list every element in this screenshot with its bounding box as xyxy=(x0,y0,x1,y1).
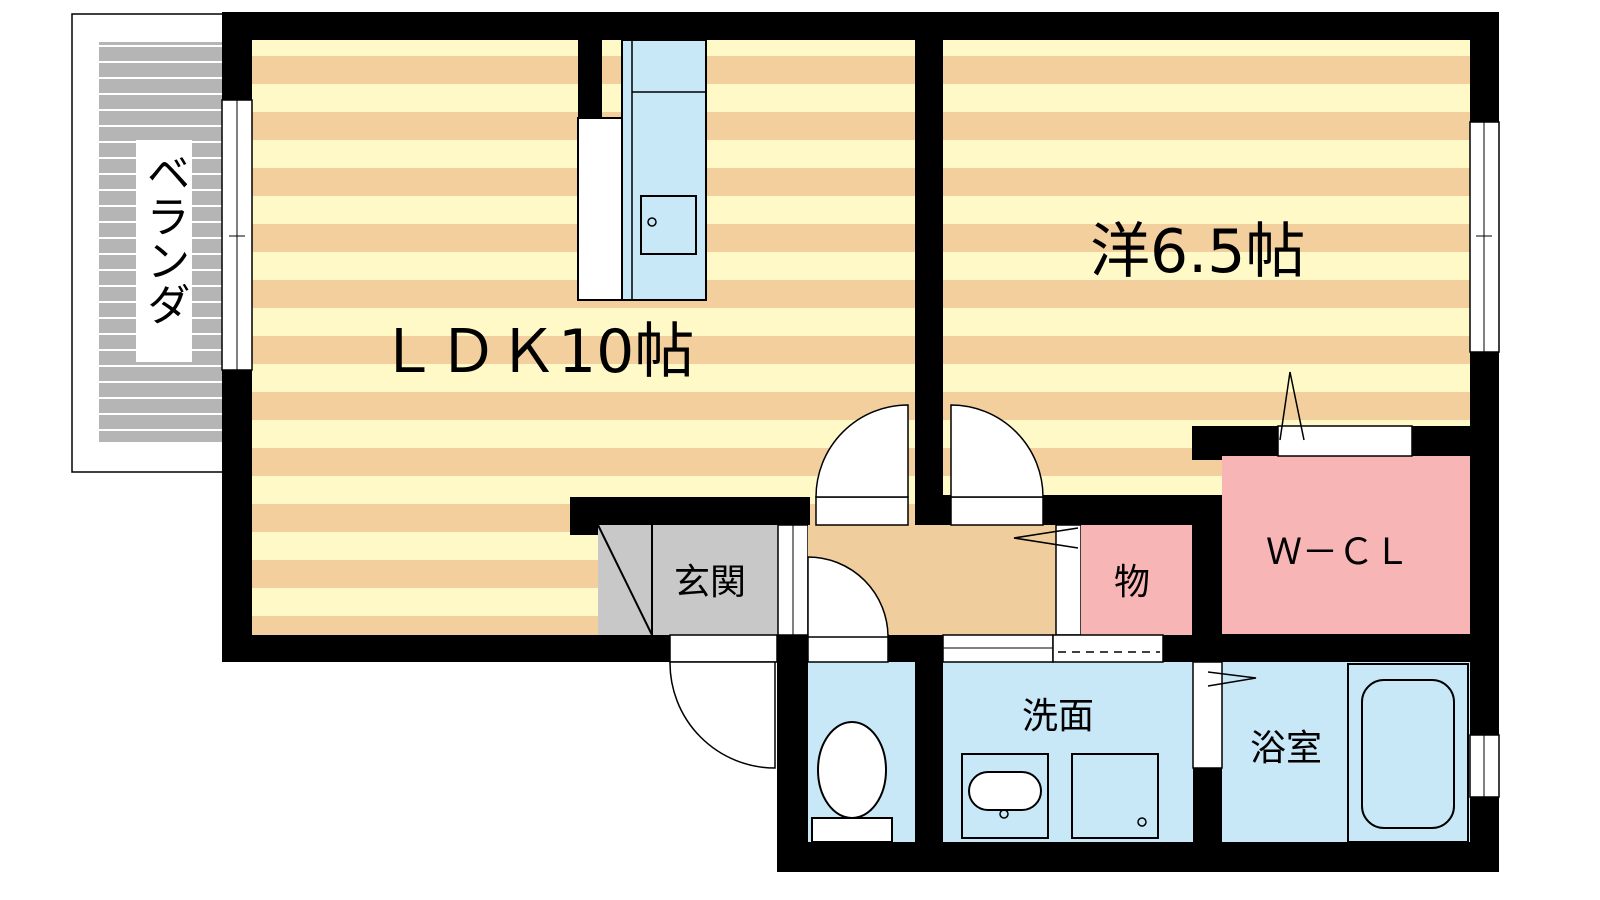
storage-closet: 物 xyxy=(1081,525,1192,635)
kitchen-wall-stub xyxy=(578,40,602,118)
toilet-tank xyxy=(811,817,893,843)
bathroom: 浴室 xyxy=(1192,661,1500,843)
exterior-cutout xyxy=(0,662,777,900)
western-room-label: 洋6.5帖 xyxy=(1090,217,1305,287)
veranda: ベランダ xyxy=(71,13,243,473)
entrance: 玄関 xyxy=(570,497,810,636)
toilet-bowl xyxy=(817,721,887,819)
entrance-label: 玄関 xyxy=(674,562,746,603)
veranda-label: ベランダ xyxy=(139,150,190,326)
toilet-room xyxy=(807,556,915,843)
storage-label: 物 xyxy=(1114,562,1150,603)
bathroom-label: 浴室 xyxy=(1250,728,1322,769)
hall-doors xyxy=(815,404,1044,526)
washing-machine xyxy=(1071,753,1159,839)
ldk-label: ＬＤＫ10帖 xyxy=(378,317,694,387)
western-room: 洋6.5帖 xyxy=(943,40,1470,495)
washroom: 洗面 xyxy=(942,634,1193,842)
ldk-window xyxy=(221,99,253,371)
washroom-label: 洗面 xyxy=(1022,696,1094,737)
wcl-label: Ｗ－ＣＬ xyxy=(1266,532,1410,573)
wcl-door xyxy=(1277,425,1413,457)
western-window xyxy=(1469,121,1500,353)
kitchen-sink-unit xyxy=(621,39,707,301)
kitchen-counter xyxy=(577,117,623,301)
front-door xyxy=(669,634,778,769)
walk-in-closet: Ｗ－ＣＬ xyxy=(1192,371,1499,634)
